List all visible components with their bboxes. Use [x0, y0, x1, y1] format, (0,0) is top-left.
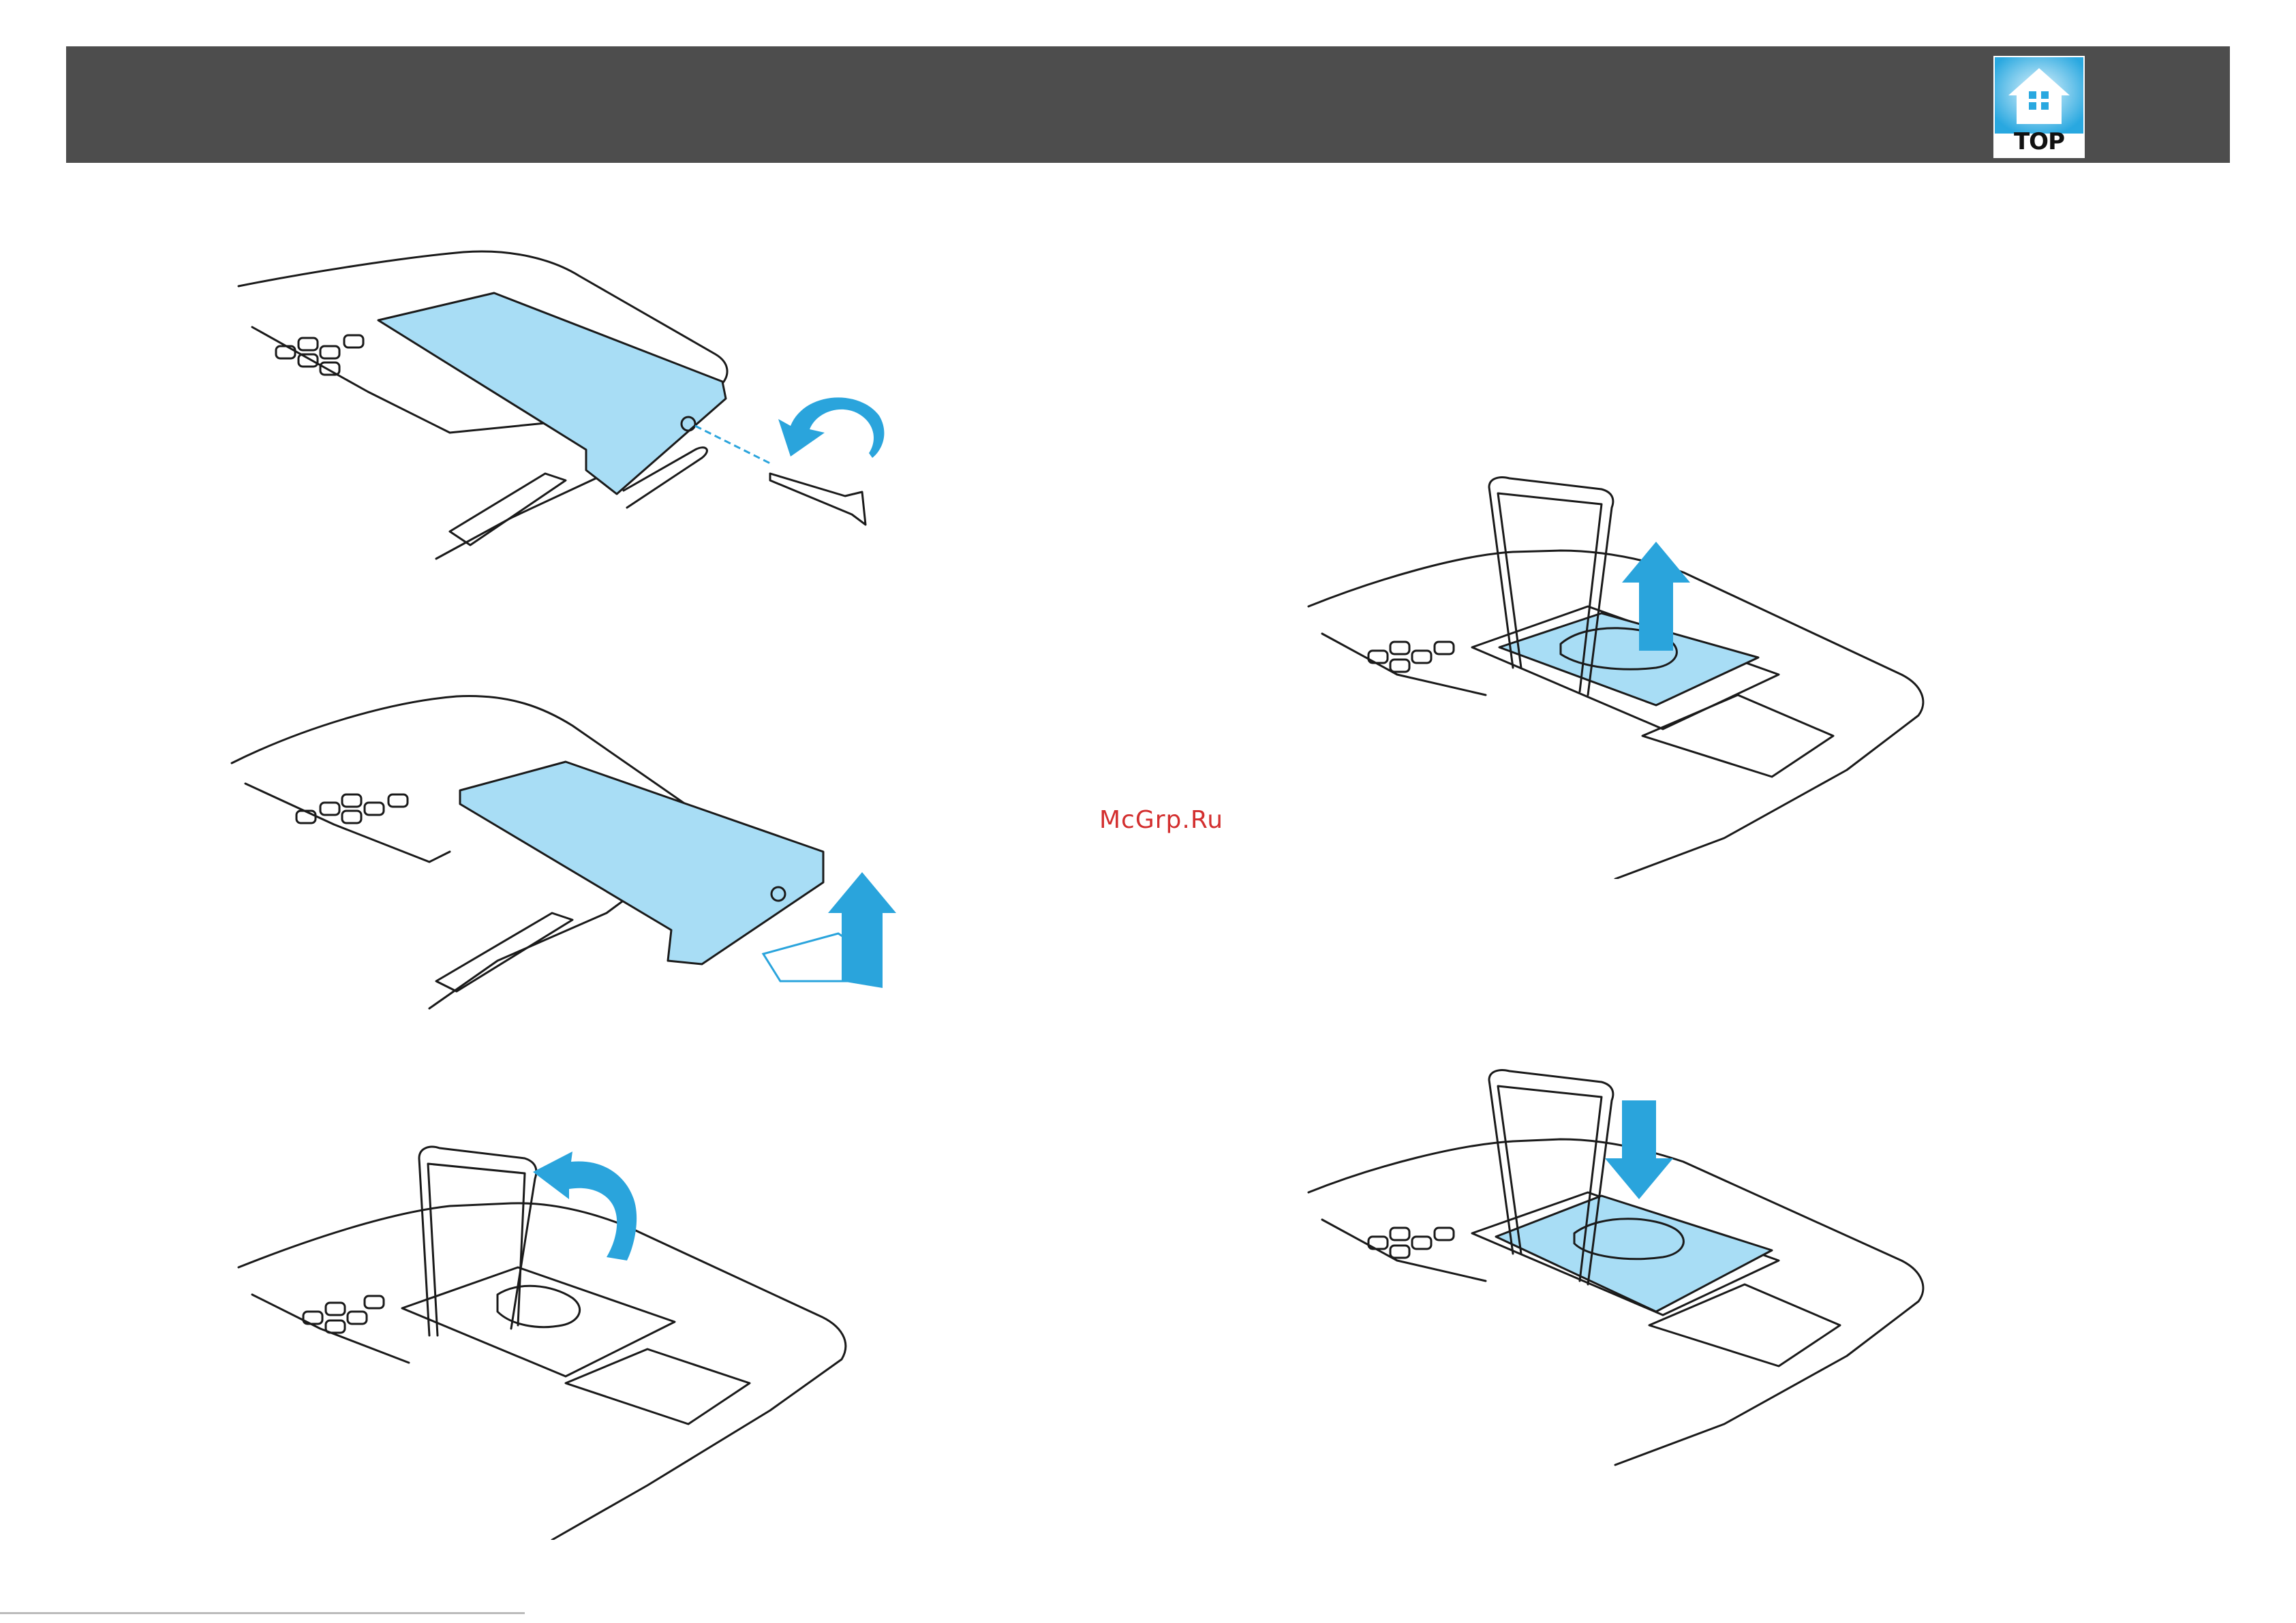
page-header-bar — [66, 46, 2230, 163]
footer-divider — [0, 1612, 525, 1614]
figure-pull-out-lamp — [1302, 470, 2017, 879]
lamp-bay — [566, 1349, 750, 1424]
control-panel-buttons — [1368, 1228, 1454, 1258]
screwdriver — [770, 474, 866, 525]
control-panel-buttons — [276, 335, 363, 375]
figure-raise-lamp-handle — [225, 1131, 940, 1540]
top-label: TOP — [1993, 128, 2085, 155]
lamp-cover-highlight — [378, 293, 726, 494]
top-button[interactable]: TOP — [1993, 56, 2085, 158]
figure-loosen-cover-screw — [225, 245, 940, 586]
rear-ports — [436, 913, 572, 991]
figure-insert-new-lamp — [1302, 1063, 2017, 1472]
rotate-arrow-icon — [778, 397, 884, 458]
lamp-body — [498, 1286, 580, 1327]
figure-slide-lift-lamp-cover — [225, 688, 940, 1029]
projector-edge — [252, 1295, 409, 1363]
screw-axis-line — [695, 426, 770, 463]
watermark-text: McGrp.Ru — [1099, 806, 1223, 834]
projector-outline — [1308, 551, 1923, 879]
rear-ports — [450, 474, 566, 545]
lamp-handle-inner — [428, 1164, 525, 1335]
up-arrow-icon — [828, 872, 896, 988]
lamp-compartment — [402, 1267, 675, 1376]
down-arrow-icon — [1605, 1100, 1673, 1199]
lamp-highlight — [1496, 1196, 1772, 1312]
projector-outline — [1308, 1139, 1923, 1465]
projector-outline — [239, 1203, 846, 1540]
control-panel-buttons — [296, 794, 408, 823]
lamp-cover-highlight — [460, 762, 823, 964]
lamp-bay — [1642, 695, 1833, 777]
control-panel-buttons — [1368, 642, 1454, 672]
lamp-highlight — [1499, 613, 1758, 705]
